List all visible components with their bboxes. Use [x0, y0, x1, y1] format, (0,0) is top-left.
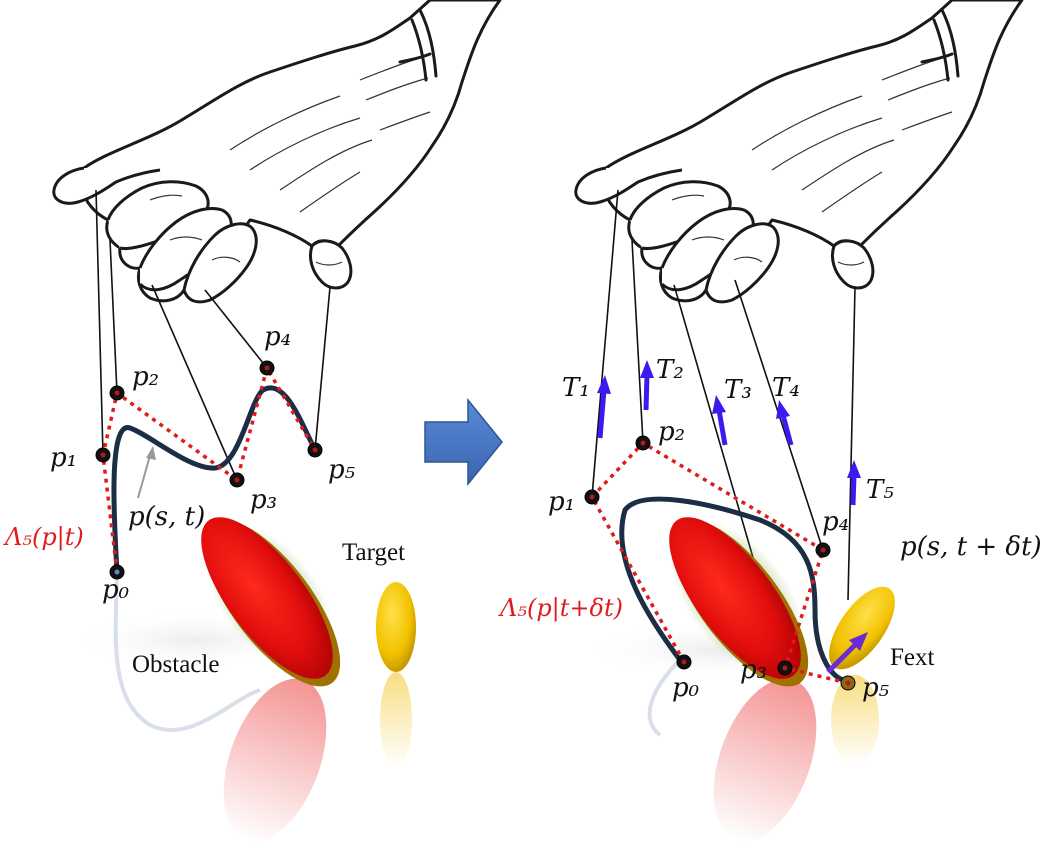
right-panel: p₀ p₁ p₂ p₃ p₄ p₅ p(s, t + δt) Λ₅(p|t+δt…: [498, 0, 1042, 842]
control-points-right: [584, 435, 856, 691]
curve-right: [619, 496, 848, 683]
target-reflection-right: [831, 675, 879, 765]
label-p1-left: p₁: [50, 443, 77, 473]
label-p4-right: p₄: [822, 507, 849, 537]
label-p4-left: p₄: [264, 322, 291, 352]
label-target: Target: [342, 539, 405, 566]
left-panel: p₀ p₁ p₂ p₃ p₄ p₅ p(s, t) Λ₅(p|t) Obstac…: [3, 0, 502, 842]
label-curve-left: p(s, t): [128, 502, 205, 532]
target-left: [376, 582, 416, 672]
label-p5-right: p₅: [862, 673, 890, 703]
puppeteer-hand-left: [52, 0, 502, 304]
label-curve-right: p(s, t + δt): [900, 532, 1042, 562]
label-p2-left: p₂: [132, 362, 159, 392]
curve-reflection-right: [647, 658, 682, 737]
label-polygon-left: Λ₅(p|t): [3, 523, 84, 552]
label-p3-right: p₃: [740, 655, 767, 685]
curve-reflection-left: [113, 577, 261, 733]
control-points-left: [95, 360, 323, 580]
label-p2-right: p₂: [658, 417, 685, 447]
label-t5: T₅: [866, 475, 894, 505]
obstacle-reflection-left: [223, 678, 327, 842]
obstacle-left: [201, 517, 341, 687]
label-t4: T₄: [772, 373, 800, 403]
label-p5-left: p₅: [328, 455, 356, 485]
obstacle-reflection-right: [713, 678, 817, 842]
label-p3-left: p₃: [250, 485, 277, 515]
label-t2: T₂: [656, 355, 684, 385]
label-t1: T₁: [562, 373, 590, 403]
time-step-arrow: [424, 397, 503, 487]
label-p1-right: p₁: [548, 487, 575, 517]
target-right: [829, 586, 895, 670]
external-force-arrow: [826, 632, 868, 674]
tension-arrows: [597, 360, 861, 506]
obstacle-right: [669, 517, 809, 687]
label-t3: T₃: [724, 375, 752, 405]
label-polygon-right: Λ₅(p|t+δt): [498, 594, 623, 623]
label-fext: Fext: [890, 644, 935, 671]
label-obstacle: Obstacle: [132, 651, 219, 678]
control-polygon-left: [101, 363, 317, 573]
puppeteer-hand-right: [574, 0, 1024, 304]
target-reflection-left: [380, 672, 412, 768]
puppet-strings-left: [95, 189, 331, 481]
curve-pointer-arrow: [137, 446, 156, 499]
label-p0-right: p₀: [672, 673, 700, 703]
label-p0-left: p₀: [102, 575, 130, 605]
